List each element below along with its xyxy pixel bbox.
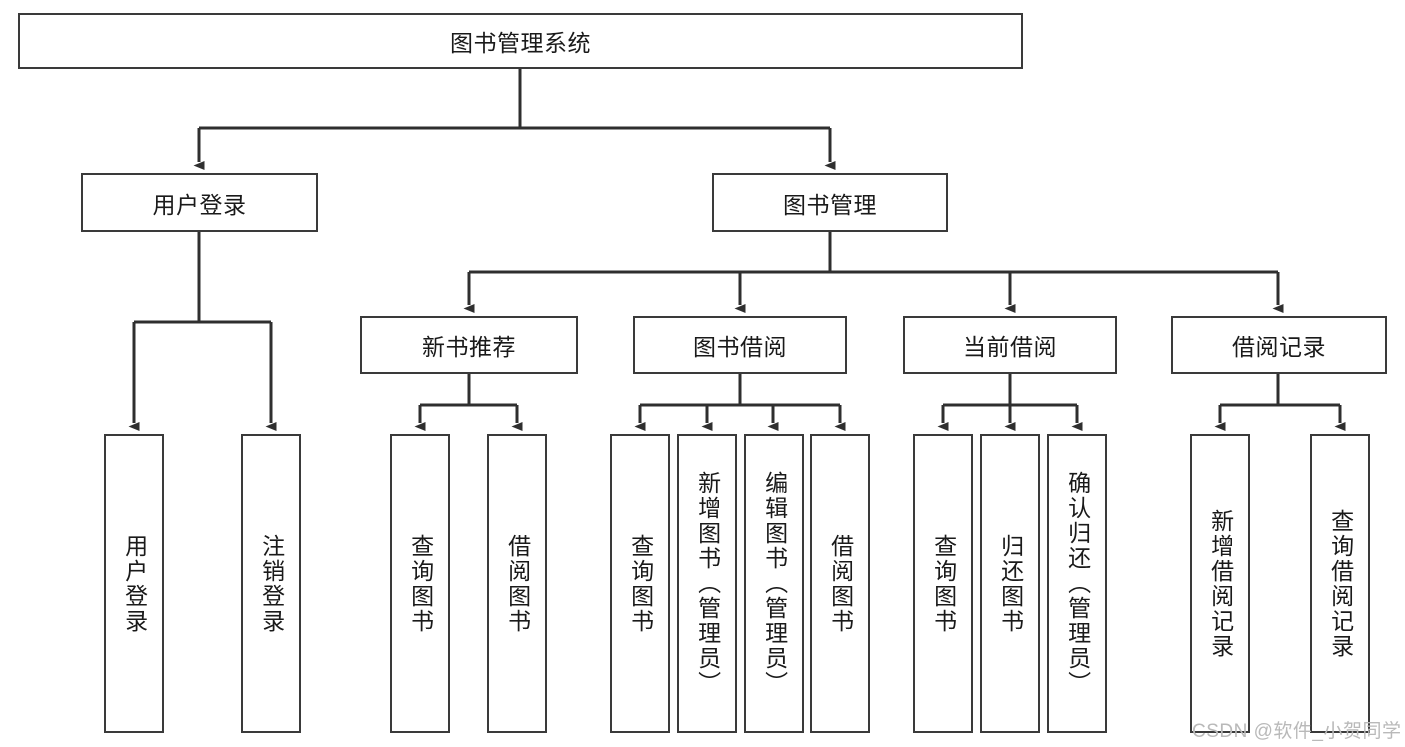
leaf-borrow-book-recommend[interactable]: 借阅图书 [487, 434, 547, 733]
leaf-query-borrow-record[interactable]: 查询借阅记录 [1310, 434, 1370, 733]
node-label: 借阅图书 [827, 533, 854, 634]
node-new-book-recommend[interactable]: 新书推荐 [360, 316, 578, 374]
node-label: 图书管理 [783, 191, 877, 218]
node-label: 查询图书 [407, 533, 434, 634]
leaf-query-book-borrow[interactable]: 查询图书 [610, 434, 670, 733]
leaf-borrow-book[interactable]: 借阅图书 [810, 434, 870, 733]
leaf-edit-book-admin[interactable]: 编辑图书（管理员） [744, 434, 804, 733]
node-current-borrow[interactable]: 当前借阅 [903, 316, 1117, 374]
node-label: 借阅图书 [504, 533, 531, 634]
node-label: 归还图书 [997, 533, 1024, 634]
node-label: 借阅记录 [1232, 334, 1326, 360]
node-label: 新增图书（管理员） [694, 471, 721, 696]
node-label: 查询借阅记录 [1327, 508, 1354, 659]
node-label: 图书借阅 [693, 334, 787, 360]
leaf-query-book-recommend[interactable]: 查询图书 [390, 434, 450, 733]
node-root-system[interactable]: 图书管理系统 [18, 13, 1023, 69]
leaf-return-book[interactable]: 归还图书 [980, 434, 1040, 733]
leaf-add-borrow-record[interactable]: 新增借阅记录 [1190, 434, 1250, 733]
node-label: 当前借阅 [963, 334, 1057, 360]
node-label: 用户登录 [121, 533, 148, 634]
node-borrow-record[interactable]: 借阅记录 [1171, 316, 1387, 374]
leaf-confirm-return-admin[interactable]: 确认归还（管理员） [1047, 434, 1107, 733]
node-label: 查询图书 [930, 533, 957, 634]
leaf-user-login[interactable]: 用户登录 [104, 434, 164, 733]
leaf-add-book-admin[interactable]: 新增图书（管理员） [677, 434, 737, 733]
node-label: 确认归还（管理员） [1064, 471, 1091, 696]
watermark-credit: CSDN @软件_小贺同学 [1192, 721, 1402, 742]
node-label: 注销登录 [258, 533, 285, 634]
leaf-logout[interactable]: 注销登录 [241, 434, 301, 733]
node-label: 用户登录 [152, 191, 247, 218]
node-book-borrow[interactable]: 图书借阅 [633, 316, 847, 374]
node-label: 编辑图书（管理员） [761, 471, 788, 696]
node-label: 新增借阅记录 [1207, 508, 1234, 659]
node-user-login[interactable]: 用户登录 [81, 173, 318, 232]
node-book-management[interactable]: 图书管理 [712, 173, 948, 232]
node-label: 新书推荐 [422, 334, 516, 360]
node-label: 图书管理系统 [450, 30, 591, 56]
leaf-query-book-current[interactable]: 查询图书 [913, 434, 973, 733]
node-label: 查询图书 [627, 533, 654, 634]
